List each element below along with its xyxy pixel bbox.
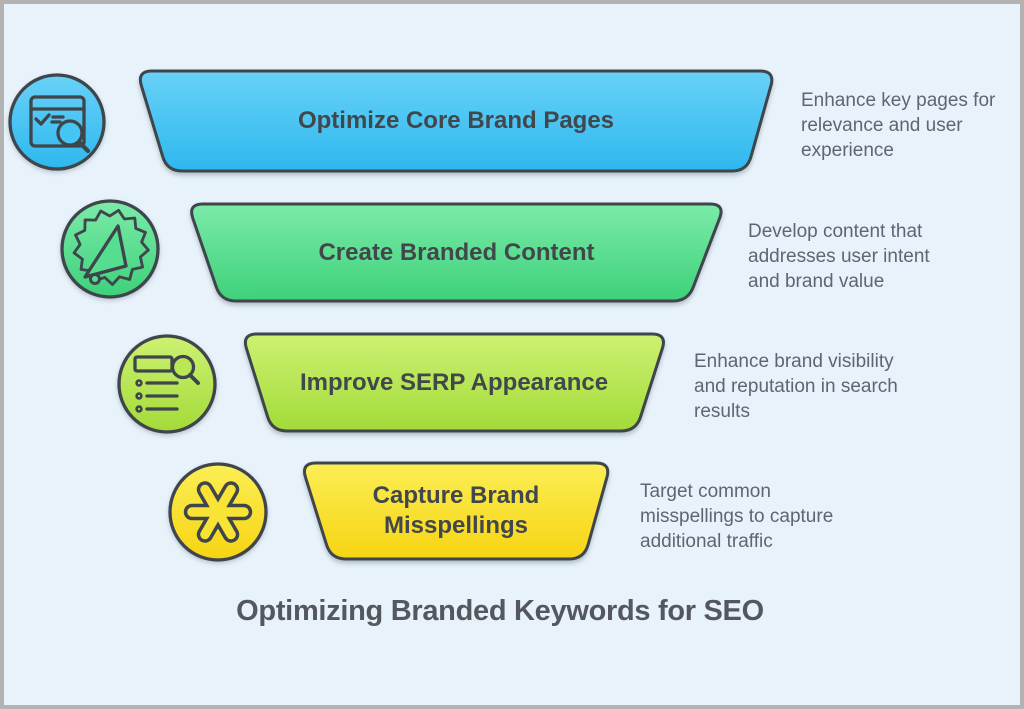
stage-2-shape (190, 202, 723, 303)
stage-4-label-text: Capture Brand Misspellings (372, 482, 540, 539)
stage-3-shape (243, 332, 665, 433)
asterisk-icon (168, 462, 268, 562)
browser-search-icon (8, 73, 106, 171)
megaphone-badge-icon (60, 199, 160, 299)
stage-2-description: Develop content that addresses user inte… (748, 221, 930, 292)
stage-icons (8, 73, 268, 562)
stage-3-label-text: Improve SERP Appearance (299, 368, 609, 396)
stage-1-description: Enhance key pages for relevance and user… (801, 90, 996, 161)
stage-1-label-text: Optimize Core Brand Pages (297, 107, 615, 134)
stage-1-shape (138, 69, 774, 173)
stage-1-label: Optimize Core Brand Pages (137, 71, 775, 171)
stage-4-label: Capture Brand Misspellings (301, 463, 611, 559)
list-search-icon (117, 334, 217, 434)
stage-2-label-text: Create Branded Content (318, 238, 595, 266)
funnel-stage-shapes (138, 69, 774, 561)
stage-4-shape (302, 461, 610, 561)
stage-3-description: Enhance brand visibility and reputation … (694, 351, 898, 422)
stage-4-description: Target common misspellings to capture ad… (640, 481, 834, 552)
diagram-title: Optimizing Branded Keywords for SEO (236, 595, 764, 627)
stage-3-label: Improve SERP Appearance (242, 334, 666, 431)
stage-2-label: Create Branded Content (188, 204, 725, 301)
